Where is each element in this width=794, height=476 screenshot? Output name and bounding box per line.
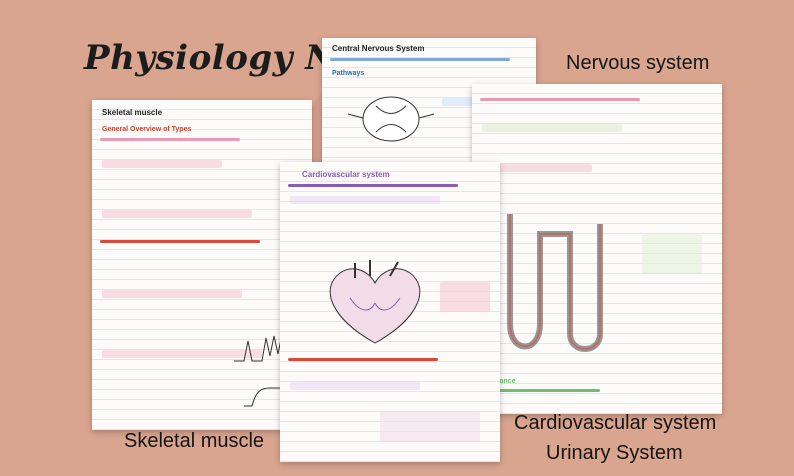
spinal-cord-diagram <box>347 96 435 142</box>
highlight <box>102 160 222 168</box>
caption-urinary-system: Urinary System <box>546 442 683 464</box>
highlight <box>102 290 242 298</box>
caption-skeletal-muscle: Skeletal muscle <box>124 430 265 452</box>
heart-diagram <box>329 260 421 344</box>
divider <box>480 98 640 101</box>
section-heading: General Overview of Types <box>102 126 192 133</box>
sheet-heading: Cardiovascular system <box>302 170 390 179</box>
highlight <box>102 210 252 218</box>
divider <box>330 58 510 61</box>
urinary-system-sheet: Clearance <box>472 84 722 414</box>
section-heading: Pathways <box>332 70 365 77</box>
caption-cardiovascular-system: Cardiovascular system <box>514 412 717 434</box>
sheet-heading: Central Nervous System <box>332 44 425 53</box>
cardiovascular-sheet: Cardiovascular system <box>280 162 500 462</box>
divider <box>288 358 438 361</box>
skeletal-muscle-sheet: Skeletal muscle General Overview of Type… <box>92 100 312 430</box>
highlight <box>290 196 440 204</box>
highlight <box>102 350 262 358</box>
nephron-diagram <box>507 214 603 352</box>
divider <box>100 240 260 243</box>
highlight <box>482 124 622 132</box>
divider <box>480 389 600 392</box>
sheet-heading: Skeletal muscle <box>102 108 163 117</box>
divider <box>288 184 458 187</box>
highlight <box>440 282 490 312</box>
highlight <box>482 164 592 172</box>
highlight <box>642 234 702 274</box>
caption-nervous-system: Nervous system <box>566 52 710 74</box>
tetanus-graph <box>244 387 299 407</box>
divider <box>100 138 240 141</box>
highlight <box>380 412 480 442</box>
highlight <box>290 382 420 390</box>
